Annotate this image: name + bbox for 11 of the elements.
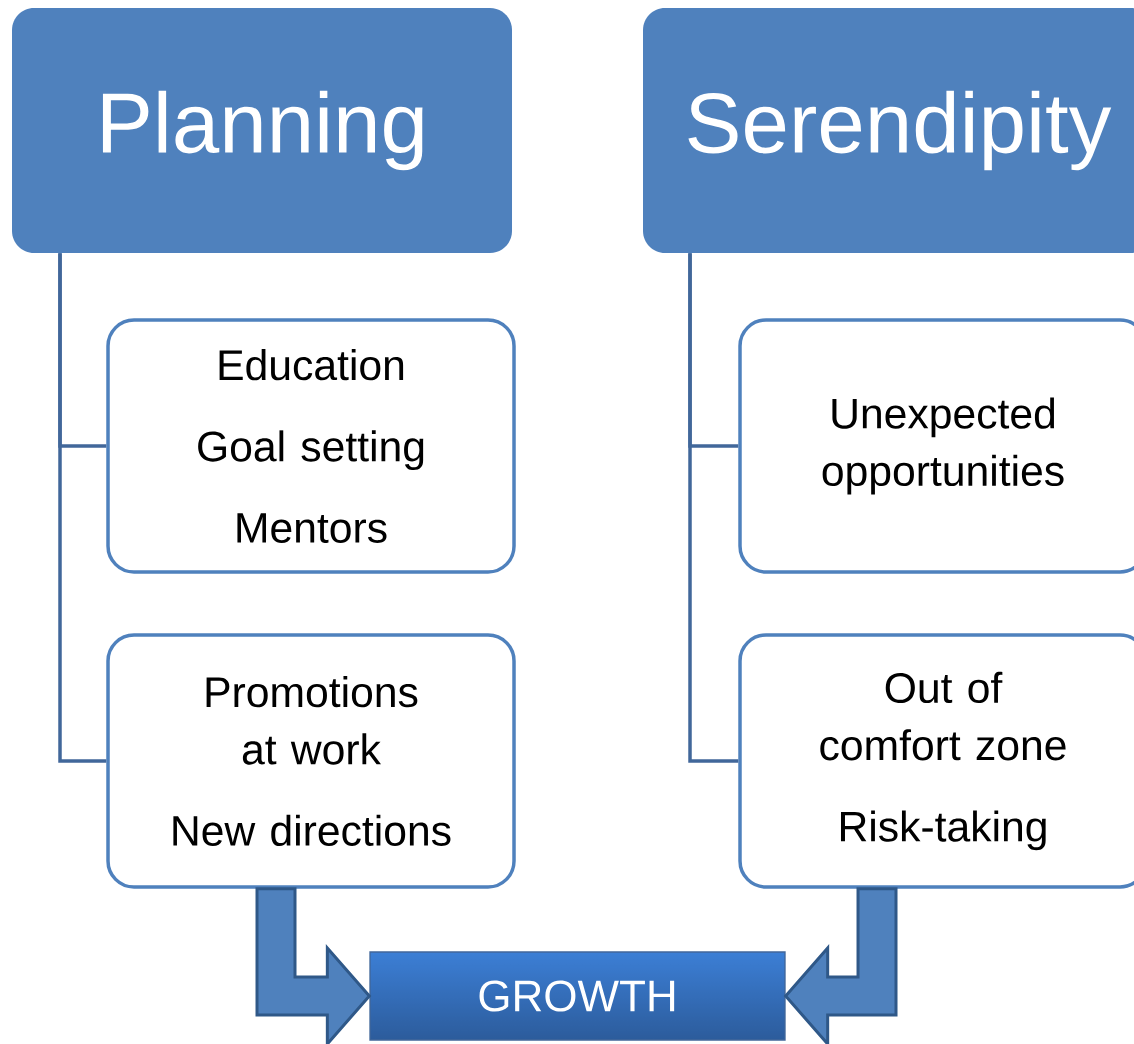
connector-line [58, 253, 107, 763]
block-arrow [255, 887, 372, 1044]
item-box: Education Goal setting Mentors [106, 318, 516, 574]
item-box: Promotions at work New directions [106, 633, 516, 889]
growth-bar: GROWTH [369, 951, 786, 1041]
item-box: Unexpected opportunities [738, 318, 1134, 574]
block-arrow [783, 887, 898, 1044]
header-box: Planning [12, 8, 512, 253]
header-box: Serendipity [643, 8, 1134, 253]
item-box: Out of comfort zone Risk-taking [738, 633, 1134, 889]
connector-line [688, 253, 739, 763]
